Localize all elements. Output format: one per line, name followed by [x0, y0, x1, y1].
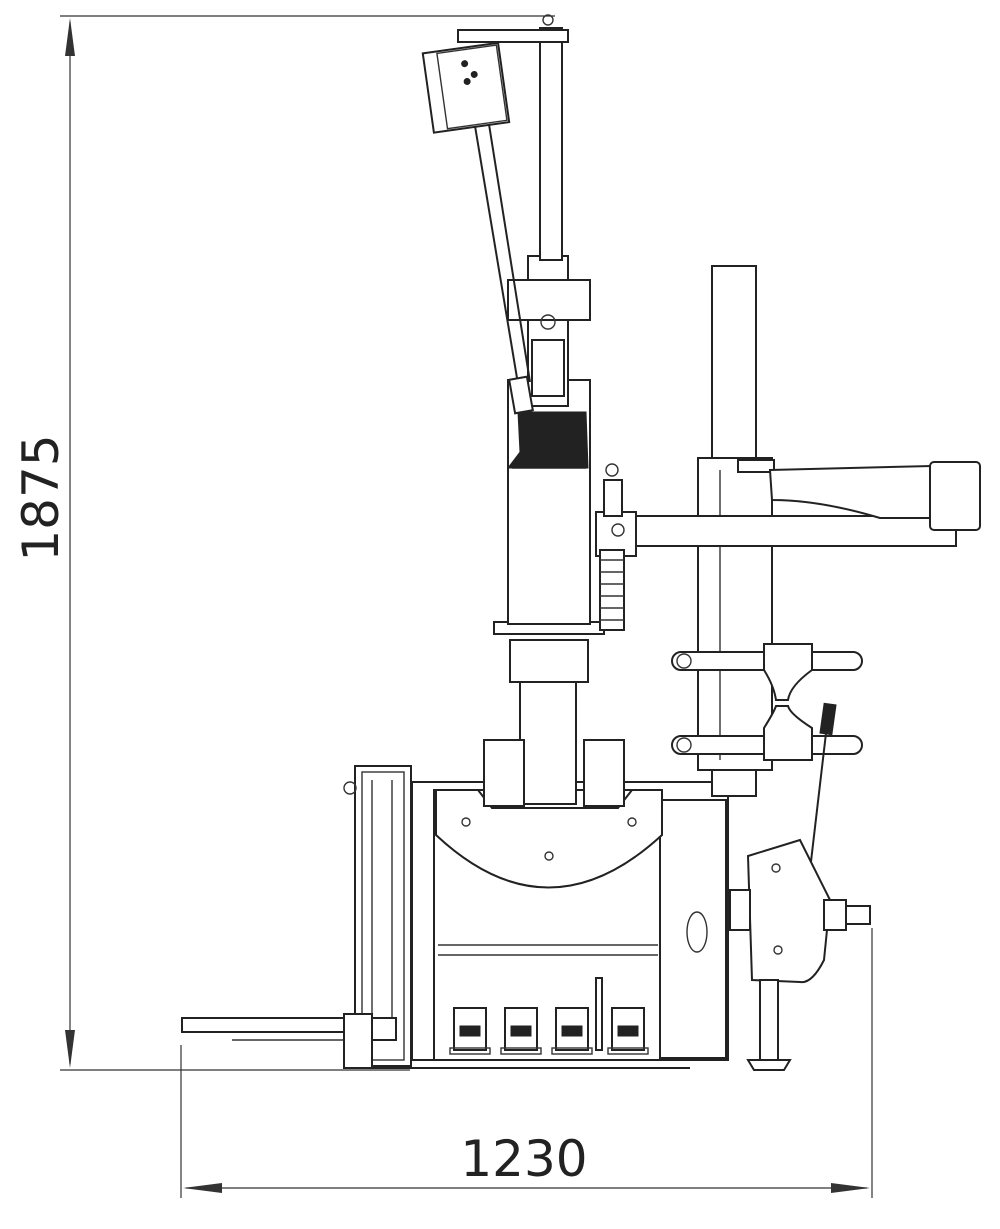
post-carriage	[697, 457, 773, 771]
foot-pedals	[449, 977, 649, 1055]
top-crossbar	[457, 29, 569, 43]
bead-breaker-arm	[181, 1017, 353, 1033]
central-column	[457, 14, 625, 807]
housing-bolt-right	[627, 817, 637, 827]
pedal-1	[449, 1007, 491, 1055]
cylinder-bolt	[540, 314, 556, 330]
inflation-fitting	[845, 905, 871, 925]
helper-arm-beam	[599, 515, 957, 547]
cylinder-collar	[507, 279, 591, 321]
control-box-face	[436, 44, 508, 130]
carriage-top-plate	[737, 459, 775, 473]
inflation-housing	[746, 838, 832, 984]
height-arrow-top	[65, 18, 75, 56]
inflation-bolt-top	[771, 863, 781, 873]
column-head-mechanism	[507, 411, 589, 469]
pedal-4	[607, 1007, 649, 1055]
bead-breaker-assembly	[181, 765, 412, 1069]
helper-arm-head	[929, 461, 981, 531]
housing-bolt-center	[544, 851, 554, 861]
helper-arm-post	[595, 265, 981, 797]
spring-cap	[605, 463, 619, 477]
top-cap	[542, 14, 554, 26]
width-dimension: 1230	[180, 928, 873, 1198]
bead-breaker-frame	[354, 765, 412, 1067]
vertical-rod	[539, 27, 563, 261]
bead-breaker-inner	[361, 771, 405, 1061]
lever-grip	[819, 702, 837, 736]
inflation-mount	[729, 889, 751, 931]
width-dimension-label: 1230	[460, 1130, 587, 1188]
pedal-2	[500, 1007, 542, 1055]
shaft-bracket-left	[483, 739, 525, 807]
bead-breaker-clamp	[343, 1013, 373, 1069]
inflation-unit	[729, 838, 871, 1071]
inflation-bolt-bottom	[773, 945, 783, 955]
spring-coil	[599, 549, 625, 631]
housing-bolt-left	[461, 817, 471, 827]
roller-bracket-upper	[671, 643, 863, 701]
control-button-3	[463, 78, 471, 86]
inclined-arm-edge-2	[487, 117, 531, 383]
cabinet-side-panel	[659, 799, 727, 1059]
cylinder-body	[531, 339, 565, 397]
inflation-valve	[823, 899, 847, 931]
height-arrow-bottom	[65, 1030, 75, 1068]
helper-arm-bracket	[768, 464, 957, 519]
turntable-housing	[435, 789, 663, 889]
control-button-2	[470, 70, 478, 78]
bead-breaker-block	[371, 1017, 397, 1041]
bead-breaker-pivot	[343, 781, 357, 795]
height-dimension: 1875	[12, 15, 555, 1071]
control-box	[421, 41, 511, 134]
height-dimension-label: 1875	[12, 434, 70, 561]
inclined-arm	[473, 117, 534, 415]
spring-top	[603, 479, 623, 517]
machine-cabinet	[411, 781, 729, 1061]
helper-arm-pivot	[611, 523, 625, 537]
pedal-3	[551, 1007, 593, 1055]
inflation-foot	[746, 1059, 792, 1071]
width-arrow-right	[831, 1183, 870, 1193]
column-base	[509, 639, 589, 683]
inflation-stand	[759, 979, 779, 1061]
roller-brackets	[671, 643, 863, 871]
width-arrow-left	[183, 1183, 222, 1193]
roller-bracket-lower	[671, 705, 863, 761]
control-box-body	[421, 41, 511, 134]
side-panel-slot	[686, 911, 708, 953]
shaft-bracket-right	[583, 739, 625, 807]
lever-rod	[809, 715, 829, 871]
control-button-1	[461, 60, 469, 68]
inclined-arm-edge-1	[473, 119, 519, 385]
pedal-rod	[595, 977, 603, 1051]
helper-arm-joint	[595, 511, 637, 557]
turntable-shaft	[519, 679, 577, 805]
inclined-arm-foot	[508, 375, 534, 415]
